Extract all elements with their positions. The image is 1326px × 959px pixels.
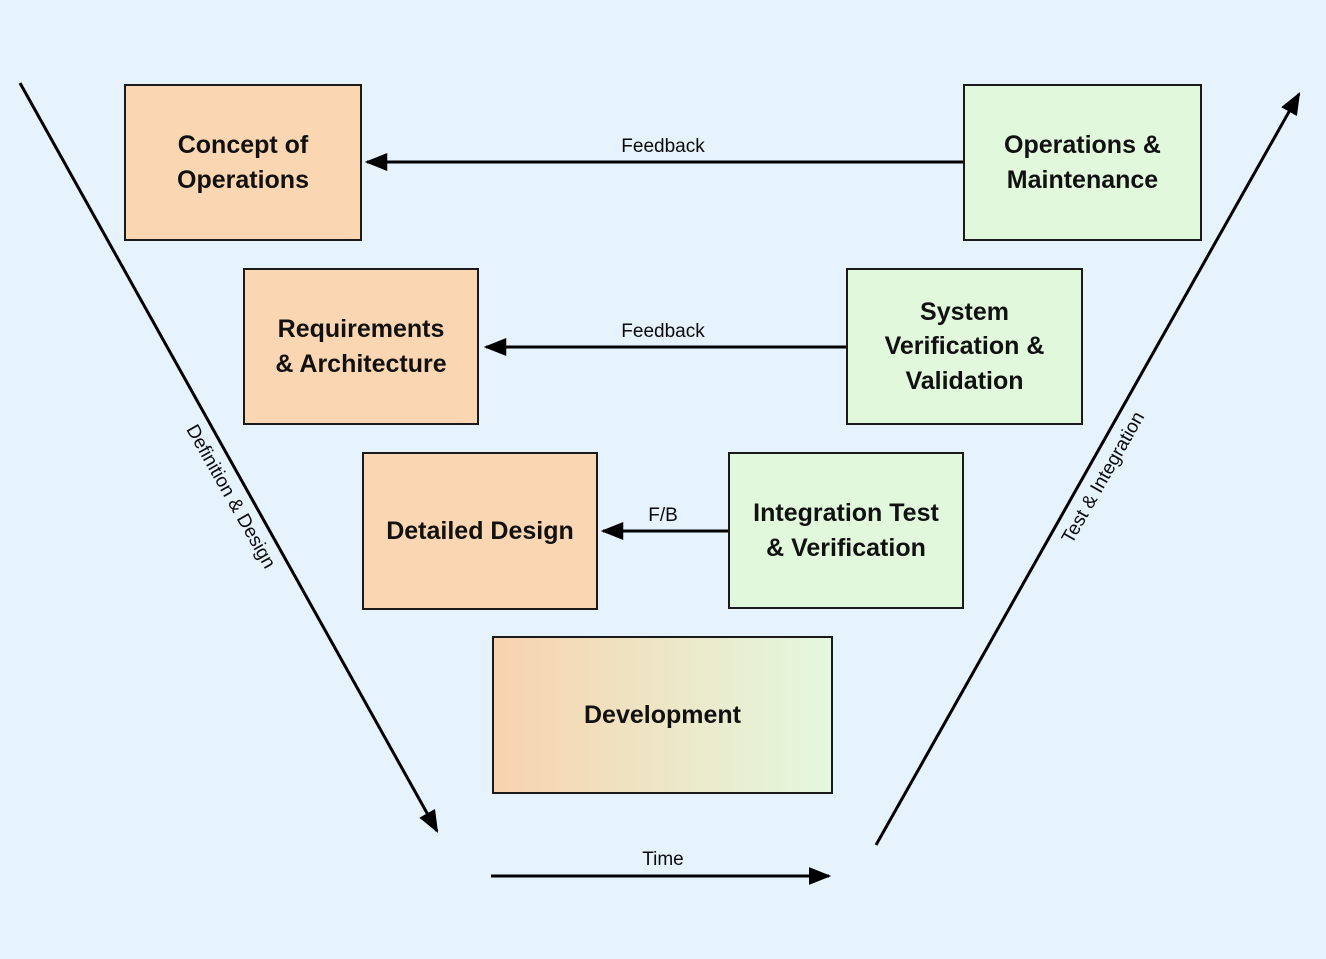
- fb-label: F/B: [648, 505, 678, 526]
- integration-test-verification-box: Integration Test & Verification: [728, 452, 964, 609]
- system-verification-validation-box: System Verification & Validation: [846, 268, 1083, 425]
- detailed-design-box: Detailed Design: [362, 452, 598, 610]
- development-box: Development: [492, 636, 833, 794]
- left-diagonal-arrow: [18, 82, 439, 833]
- feedback-label-top: Feedback: [621, 136, 705, 157]
- time-label: Time: [642, 849, 684, 870]
- concept-of-operations-box: Concept of Operations: [124, 84, 362, 241]
- requirements-architecture-box: Requirements & Architecture: [243, 268, 479, 425]
- feedback-label-middle: Feedback: [621, 321, 705, 342]
- right-diagonal-arrow: [874, 92, 1301, 846]
- operations-maintenance-box: Operations & Maintenance: [963, 84, 1202, 241]
